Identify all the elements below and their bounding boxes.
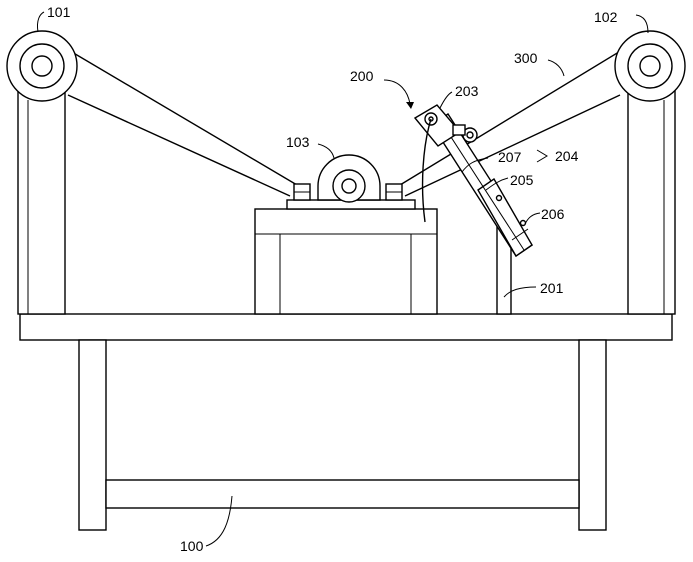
arm-inner-205 [477,177,533,258]
center-pedestal [254,154,438,315]
left-pulley-101 [6,30,78,315]
belt-300 [37,31,651,197]
label-300: 300 [514,50,538,66]
label-207: 207 [498,149,522,165]
right-pulley-axle [639,55,661,77]
leader-lines [37,11,649,547]
tensioner-200 [413,104,533,315]
label-201: 201 [540,280,564,296]
label-100: 100 [180,538,204,554]
screw-206 [519,219,527,227]
left-post [17,65,66,315]
label-205: 205 [510,172,534,188]
label-203: 203 [455,83,479,99]
right-pulley-102 [614,30,686,315]
right-post [627,65,676,315]
roller-block [452,124,466,136]
arrow-200 [406,102,414,109]
center-pulley-103 [317,154,381,203]
reference-labels: 101 102 103 200 203 300 207 204 205 206 … [47,4,618,554]
label-101: 101 [47,4,71,20]
center-pulley-axle [341,178,357,194]
belt-left-upper [37,31,298,186]
left-leg [78,339,107,531]
belt-right-lower [404,94,621,197]
frame-100 [19,313,673,531]
label-102: 102 [594,9,618,25]
pedestal-box [254,208,438,315]
bracket-204 [536,149,548,163]
bracket-203 [413,104,478,147]
right-leg [578,339,607,531]
label-206: 206 [541,206,565,222]
label-204: 204 [555,148,579,164]
belt-left-lower [67,94,291,197]
belt-right-upper [399,32,651,186]
left-pulley-axle [31,55,53,77]
bottom-crossbar [105,479,580,509]
tabletop [19,313,673,341]
screw-205 [495,194,503,202]
cable [421,118,432,223]
label-103: 103 [286,134,310,150]
label-200: 200 [350,68,374,84]
